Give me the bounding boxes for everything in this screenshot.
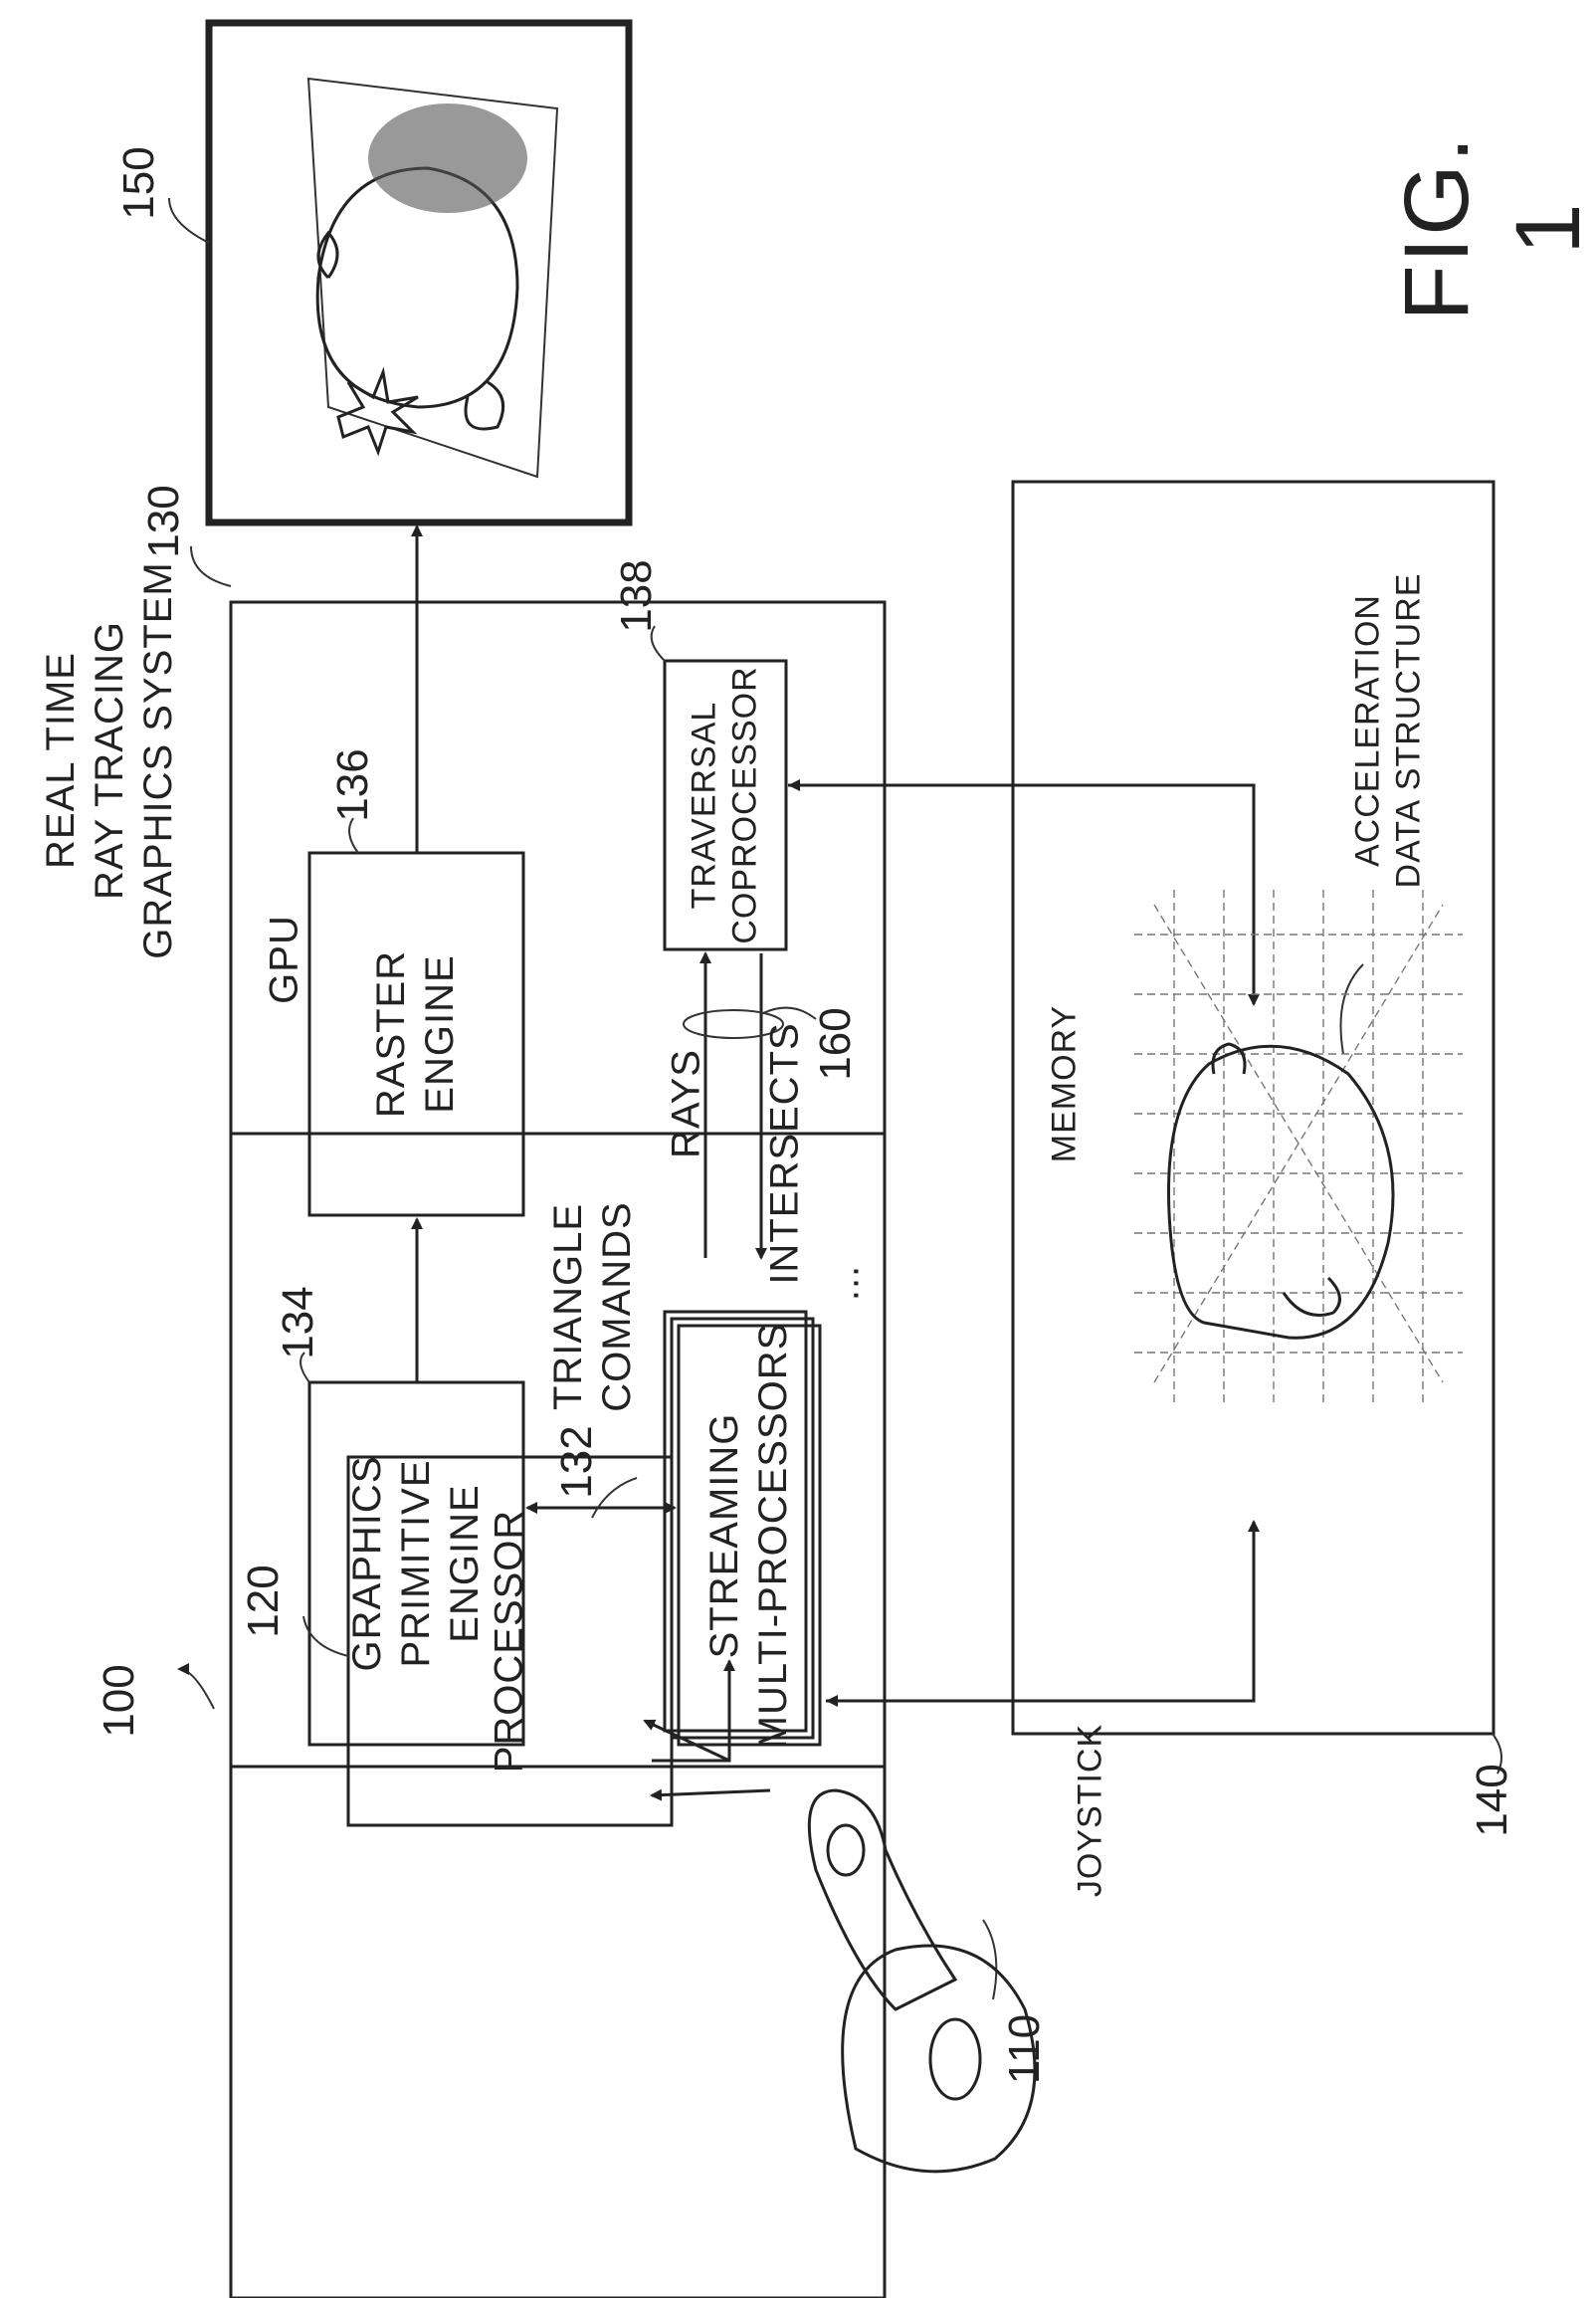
joystick-button	[828, 1825, 864, 1875]
traversal-coprocessor-label: TRAVERSAL COPROCESSOR	[685, 666, 767, 943]
raster-engine-label: RASTER ENGINE	[367, 950, 465, 1118]
sm-to-memory-bus	[826, 1522, 1254, 1701]
joystick-pad	[930, 2019, 980, 2099]
ref-140: 140	[1466, 1764, 1519, 1836]
ref-132: 132	[550, 1425, 604, 1498]
leader-100	[179, 1669, 214, 1709]
memory-label: MEMORY	[1044, 1005, 1085, 1162]
memory-to-traversal-bus	[790, 785, 1254, 1004]
leader-150	[169, 198, 209, 243]
ref-150: 150	[112, 146, 166, 219]
triangle-commands-label: TRIANGLE COMANDS	[544, 1201, 642, 1411]
joystick-label: JOYSTICK	[1070, 1724, 1110, 1897]
acceleration-data-structure-label: ACCELERATION DATA STRUCTURE	[1348, 573, 1431, 889]
link-160-leader	[761, 1008, 816, 1019]
streaming-multiprocessors-label: STREAMING MULTI-PROCESSORS	[700, 1323, 798, 1750]
processor-label: PROCESSOR	[486, 1510, 534, 1774]
ref-136: 136	[326, 748, 380, 821]
teapot-outline-memory	[1169, 1046, 1394, 1338]
ref-138: 138	[610, 559, 664, 632]
figure-label: FIG. 1	[1381, 114, 1596, 342]
ref-130: 130	[137, 485, 191, 557]
gpu-label: GPU	[261, 915, 309, 1004]
ref-120: 120	[237, 1565, 291, 1637]
ref-134: 134	[272, 1286, 325, 1358]
ref-160: 160	[809, 1007, 863, 1080]
leader-136	[349, 818, 358, 853]
joystick-handle	[809, 1790, 955, 2009]
acceleration-grid	[1134, 885, 1463, 1402]
leader-110	[983, 1920, 996, 1999]
leader-130	[191, 546, 231, 586]
traversal-to-memory-bus	[788, 785, 1254, 1004]
light-star-display	[338, 372, 418, 452]
rays-label: RAYS	[663, 1049, 711, 1158]
ref-110: 110	[998, 2014, 1052, 2084]
ref-100: 100	[93, 1664, 146, 1737]
teapot-display-spout	[466, 382, 503, 429]
ellipsis-label: ...	[822, 1265, 871, 1301]
graphics-primitive-engine-label: GRAPHICS PRIMITIVE ENGINE	[343, 1456, 489, 1672]
joystick-to-processor-arrow	[652, 1790, 770, 1795]
system-title: REAL TIME RAY TRACING GRAPHICS SYSTEM	[37, 561, 182, 959]
intersects-label: INTERSECTS	[761, 1022, 810, 1284]
memory-to-sm-bus	[828, 1522, 1254, 1701]
leader-acc	[1341, 964, 1364, 1054]
teapot-spout-memory	[1284, 1278, 1339, 1316]
display-frame	[209, 23, 629, 522]
shadow-display	[368, 104, 527, 213]
